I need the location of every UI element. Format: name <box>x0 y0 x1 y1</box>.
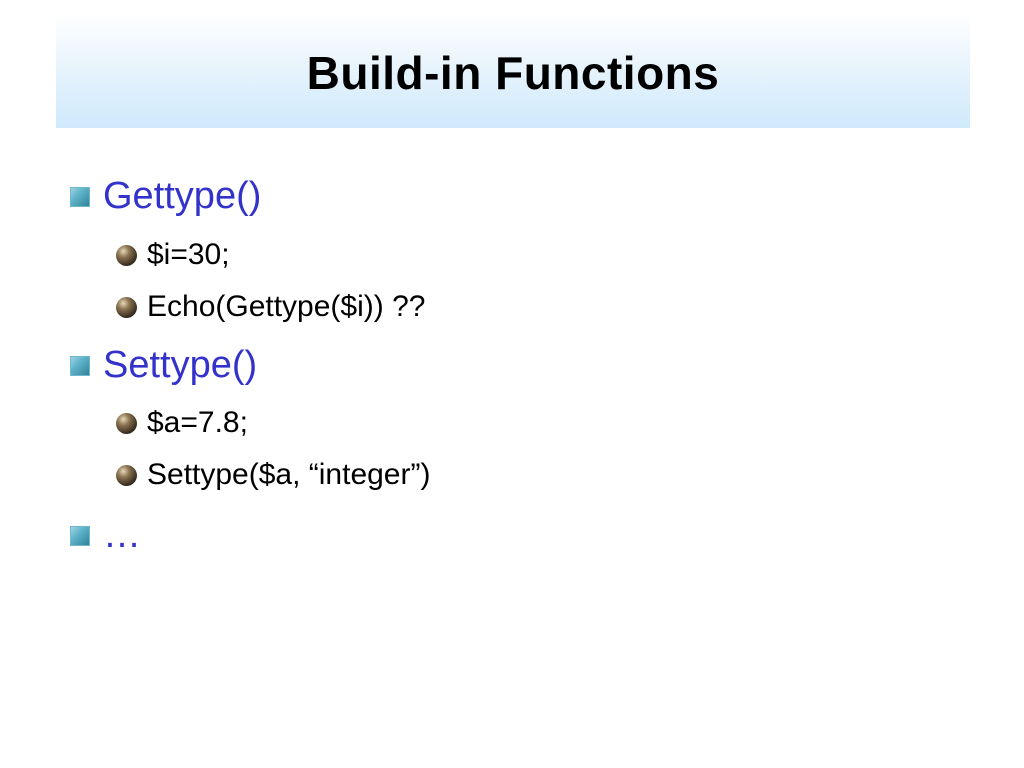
square-bullet-icon <box>70 355 90 376</box>
ball-bullet-icon <box>116 244 137 266</box>
ball-bullet-icon <box>116 412 137 434</box>
bullet-text: Echo(Gettype($i)) ?? <box>147 290 426 323</box>
square-bullet-icon <box>70 525 90 546</box>
bullet-item: … <box>70 514 141 557</box>
bullet-text: Gettype() <box>103 175 262 217</box>
bullet-item: Settype() <box>70 344 257 387</box>
bullet-item: Echo(Gettype($i)) ?? <box>116 290 425 324</box>
title-band: Build-in Functions <box>56 14 970 128</box>
bullet-item: $a=7.8; <box>116 406 248 440</box>
bullet-text: Settype($a, “integer”) <box>147 458 431 491</box>
bullet-text: … <box>103 514 141 556</box>
bullet-item: $i=30; <box>116 238 230 272</box>
bullet-item: Settype($a, “integer”) <box>116 458 430 492</box>
ball-bullet-icon <box>116 464 137 486</box>
bullet-text: Settype() <box>103 344 258 386</box>
slide-title: Build-in Functions <box>306 47 720 99</box>
bullet-item: Gettype() <box>70 175 261 218</box>
square-bullet-icon <box>70 186 90 207</box>
ball-bullet-icon <box>116 296 137 318</box>
bullet-text: $i=30; <box>147 238 230 271</box>
bullet-text: $a=7.8; <box>147 406 248 439</box>
